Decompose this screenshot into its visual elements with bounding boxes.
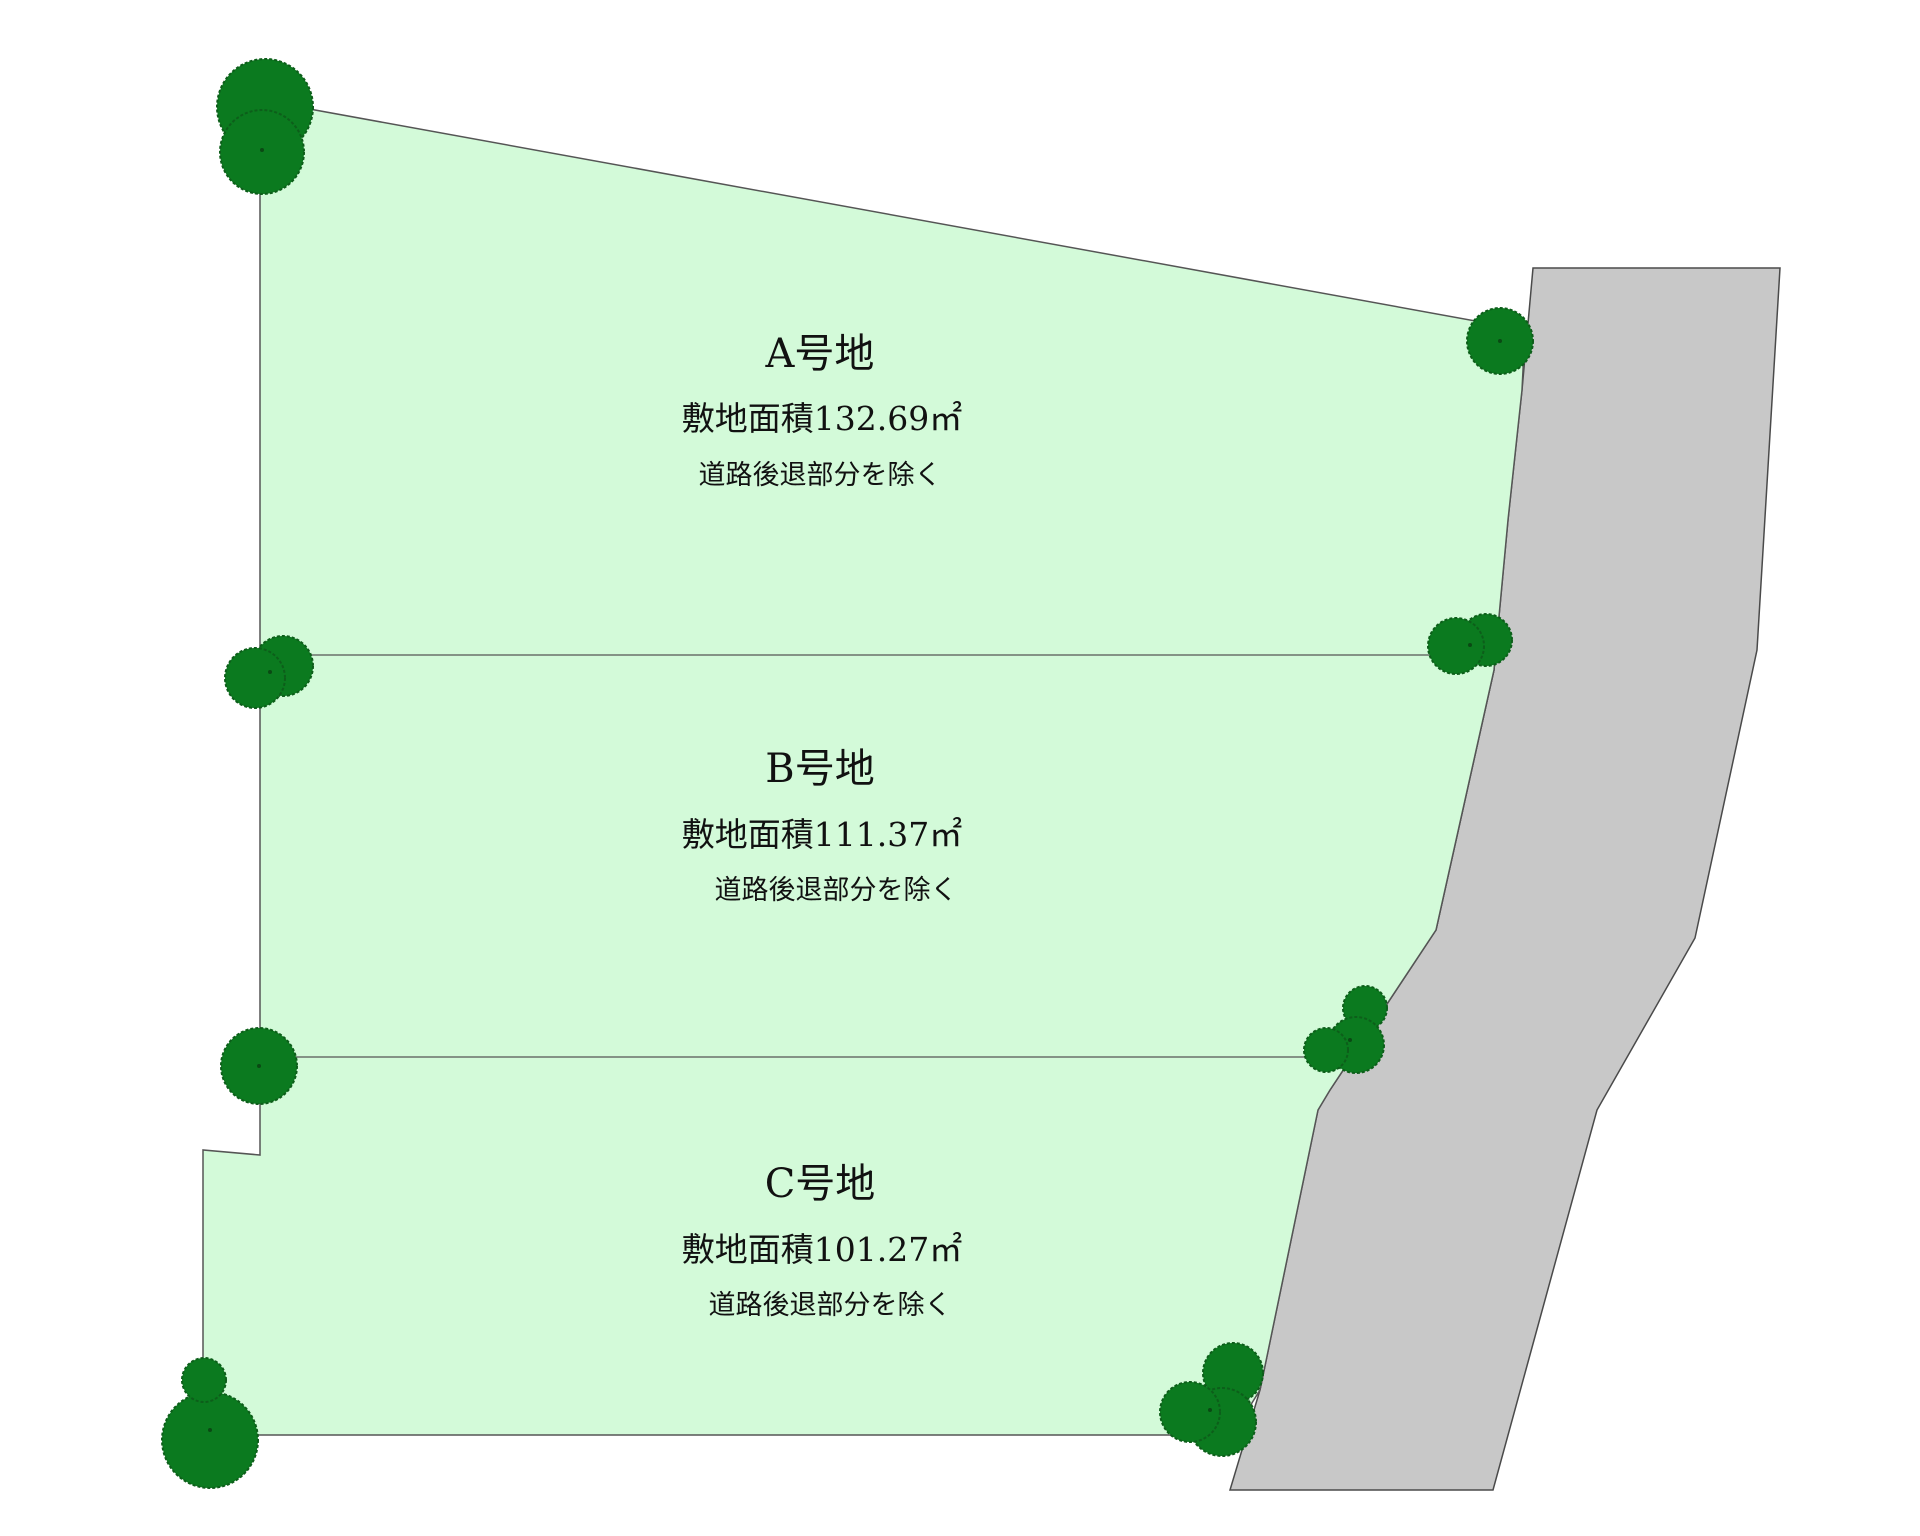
tree-icon	[1466, 307, 1534, 375]
lot-c-name: C号地	[765, 1161, 876, 1207]
lot-b-labels: B号地 敷地面積111.37㎡ 道路後退部分を除く	[682, 746, 962, 906]
tree-icon	[1159, 1342, 1264, 1457]
tree-icon	[1303, 985, 1388, 1074]
tree-icon	[224, 635, 314, 709]
lot-c-area: 敷地面積101.27㎡	[682, 1230, 962, 1269]
tree-icon	[161, 1357, 259, 1489]
tree-icon	[220, 1027, 298, 1105]
lot-c-note: 道路後退部分を除く	[709, 1290, 952, 1321]
lot-a-name: A号地	[765, 331, 875, 377]
lots-boundary	[202, 99, 1526, 1436]
tree-icon	[216, 58, 314, 195]
lot-a-note: 道路後退部分を除く	[699, 460, 942, 491]
lot-b-area: 敷地面積111.37㎡	[682, 815, 962, 854]
lot-b-note: 道路後退部分を除く	[715, 875, 958, 906]
lots-area	[203, 100, 1525, 1435]
lot-a-labels: A号地 敷地面積132.69㎡ 道路後退部分を除く	[682, 331, 962, 491]
tree-icon	[1427, 613, 1513, 675]
lot-a-area: 敷地面積132.69㎡	[682, 399, 962, 438]
lot-c-labels: C号地 敷地面積101.27㎡ 道路後退部分を除く	[682, 1161, 962, 1321]
lot-b-name: B号地	[765, 746, 874, 792]
